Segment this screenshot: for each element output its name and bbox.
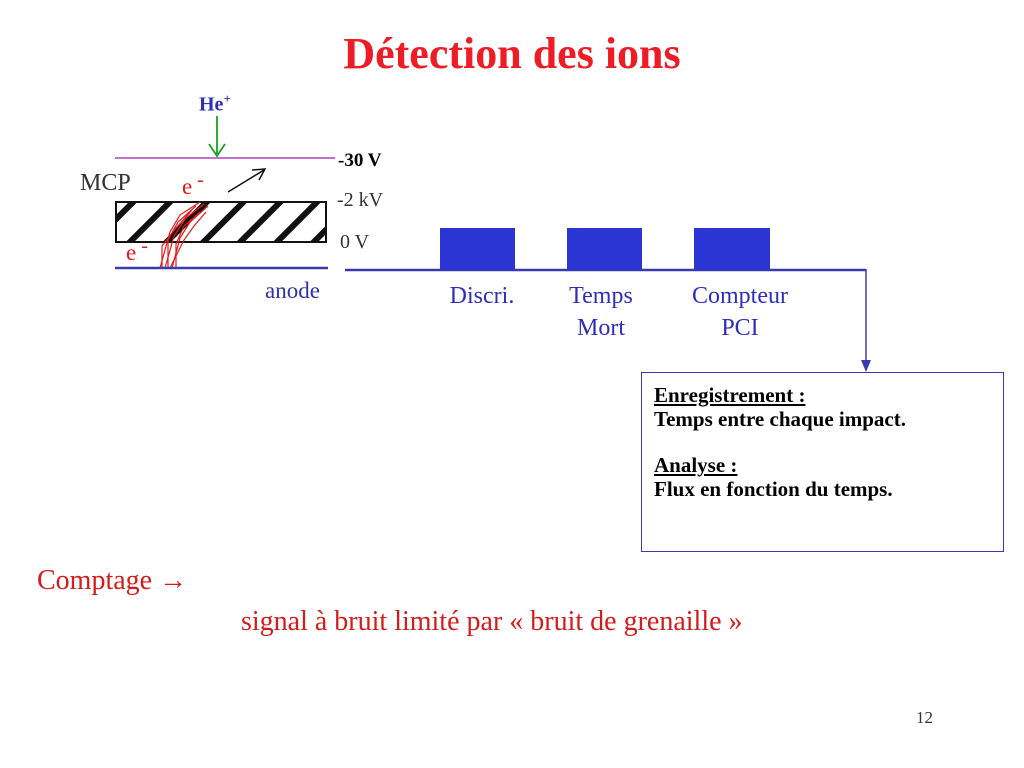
anode-label: anode: [265, 278, 320, 303]
stage-compteur-label: Compteur PCI: [692, 283, 788, 341]
comptage-text: Comptage →: [37, 565, 188, 596]
electron-cascade: [159, 201, 209, 269]
info-heading-analysis: Analyse :: [654, 453, 738, 477]
mcp-label: MCP: [80, 170, 131, 196]
output-arrow-head: [861, 360, 871, 372]
mcp-plate: [115, 201, 327, 243]
electron-arrow-head: [251, 168, 267, 181]
voltage-back-label: 0 V: [340, 231, 370, 253]
info-text-recording: Temps entre chaque impact.: [654, 407, 906, 431]
electron-label-bottom: e-: [126, 235, 148, 265]
page-number: 12: [916, 708, 933, 727]
info-heading-recording: Enregistrement :: [654, 383, 806, 407]
electron-label-top: e-: [182, 169, 204, 199]
ion-arrow-head: [208, 143, 226, 158]
stage-discri-label: Discri.: [449, 283, 515, 309]
stage-temps-mort-label: Temps Mort: [569, 283, 633, 341]
slide-title: Détection des ions: [343, 29, 681, 78]
info-text-analysis: Flux en fonction du temps.: [654, 477, 893, 501]
electron-arrow: [227, 169, 265, 193]
pulse-discri: [440, 228, 515, 270]
info-box: Enregistrement : Temps entre chaque impa…: [641, 372, 1004, 552]
voltage-front-label: -30 V: [338, 150, 382, 171]
ion-label: He+: [199, 91, 231, 116]
signal-text: signal à bruit limité par « bruit de gre…: [241, 606, 743, 637]
voltage-mcp-label: -2 kV: [337, 189, 384, 211]
pulse-compteur: [694, 228, 770, 270]
pulse-temps-mort: [567, 228, 642, 270]
